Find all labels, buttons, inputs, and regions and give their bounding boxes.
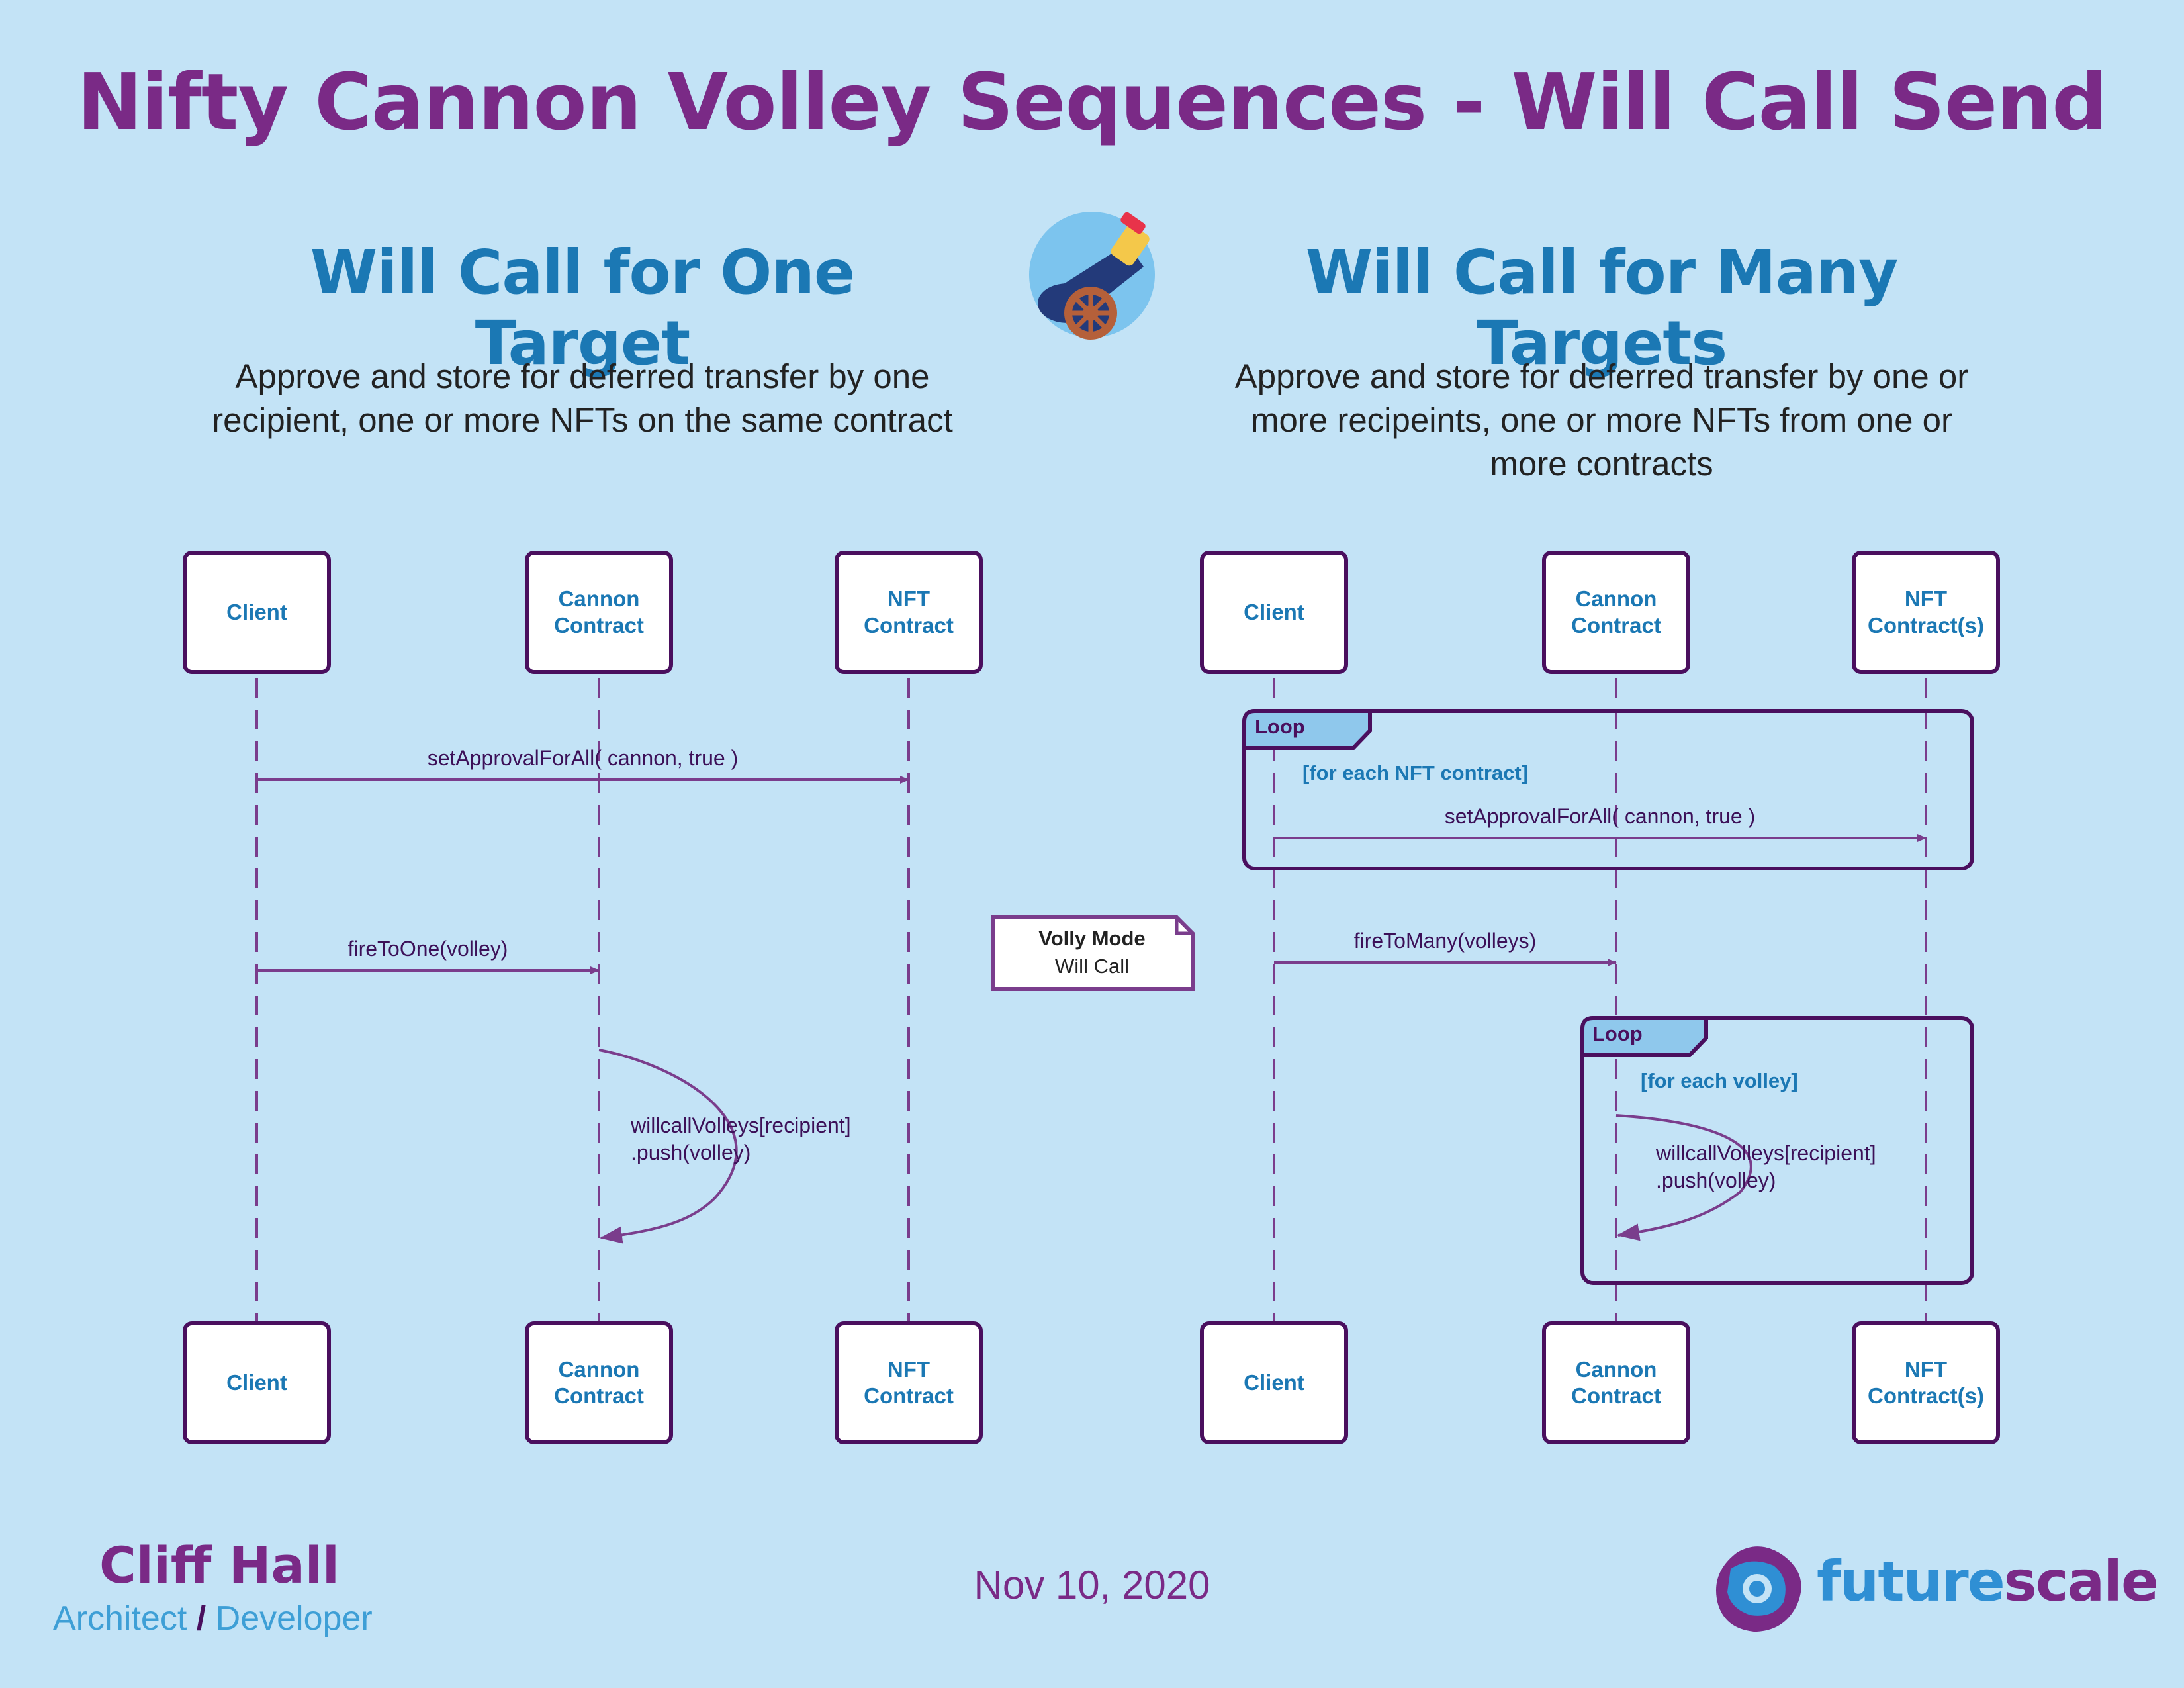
author-role: Architect / Developer xyxy=(53,1599,373,1638)
actor-client-bottom-left: Client xyxy=(183,1321,331,1444)
actor-nft-bottom-right: NFT Contract(s) xyxy=(1852,1321,2000,1444)
message-push-right: willcallVolleys[recipient] .push(volley) xyxy=(1656,1141,1876,1192)
loop-frame-1 xyxy=(1242,709,1974,870)
cannon-icon xyxy=(1028,211,1157,340)
role-separator: / xyxy=(196,1599,206,1638)
actor-cannon-top-right: Cannon Contract xyxy=(1542,551,1690,674)
loop-guard-1: [for each NFT contract] xyxy=(1302,761,1529,784)
loop-frame-2 xyxy=(1580,1016,1974,1285)
note: Volly Mode Will Call xyxy=(993,925,1191,980)
message-fire-left: fireToOne(volley) xyxy=(347,937,508,961)
actor-nft-bottom-left: NFT Contract xyxy=(835,1321,983,1444)
arrow-push-right xyxy=(1615,1114,1752,1241)
right-heading: Will Call for Many Targets xyxy=(1305,237,1899,379)
role-developer: Developer xyxy=(215,1599,373,1638)
right-description: Approve and store for deferred transfer … xyxy=(1234,357,1969,483)
actor-client-top-right: Client xyxy=(1200,551,1348,674)
message-approval-right: setApprovalForAll( cannon, true ) xyxy=(1444,804,1756,828)
author-name: Cliff Hall xyxy=(99,1536,340,1595)
loop-guard-2: [for each volley] xyxy=(1641,1069,1798,1092)
actor-cannon-top-left: Cannon Contract xyxy=(525,551,673,674)
left-description: Approve and store for deferred transfer … xyxy=(212,357,953,439)
left-heading: Will Call for One Target xyxy=(310,237,856,379)
actor-cannon-bottom-left: Cannon Contract xyxy=(525,1321,673,1444)
loop-label-1: Loop xyxy=(1255,715,1305,738)
arrow-push-left xyxy=(598,1049,738,1244)
page-title: Nifty Cannon Volley Sequences - Will Cal… xyxy=(77,56,2107,148)
brand-future: future xyxy=(1817,1549,2005,1614)
actor-client-bottom-right: Client xyxy=(1200,1321,1348,1444)
brand-scale: scale xyxy=(2003,1549,2159,1614)
message-push-left: willcallVolleys[recipient] .push(volley) xyxy=(631,1113,851,1164)
message-approval-left: setApprovalForAll( cannon, true ) xyxy=(427,746,739,770)
date: Nov 10, 2020 xyxy=(974,1563,1210,1607)
actor-nft-top-left: NFT Contract xyxy=(835,551,983,674)
note-shape xyxy=(991,915,1195,991)
actor-cannon-bottom-right: Cannon Contract xyxy=(1542,1321,1690,1444)
loop-label-2: Loop xyxy=(1592,1022,1643,1045)
actor-client-top-left: Client xyxy=(183,551,331,674)
note-body: Will Call xyxy=(1055,955,1129,978)
actor-nft-top-right: NFT Contract(s) xyxy=(1852,551,2000,674)
message-fire-right: fireToMany(volleys) xyxy=(1353,929,1537,953)
role-architect: Architect xyxy=(53,1599,187,1638)
note-title: Volly Mode xyxy=(1038,927,1146,950)
futurescale-logo-icon xyxy=(1711,1539,1810,1638)
futurescale-brand: futurescale xyxy=(1817,1549,2159,1614)
